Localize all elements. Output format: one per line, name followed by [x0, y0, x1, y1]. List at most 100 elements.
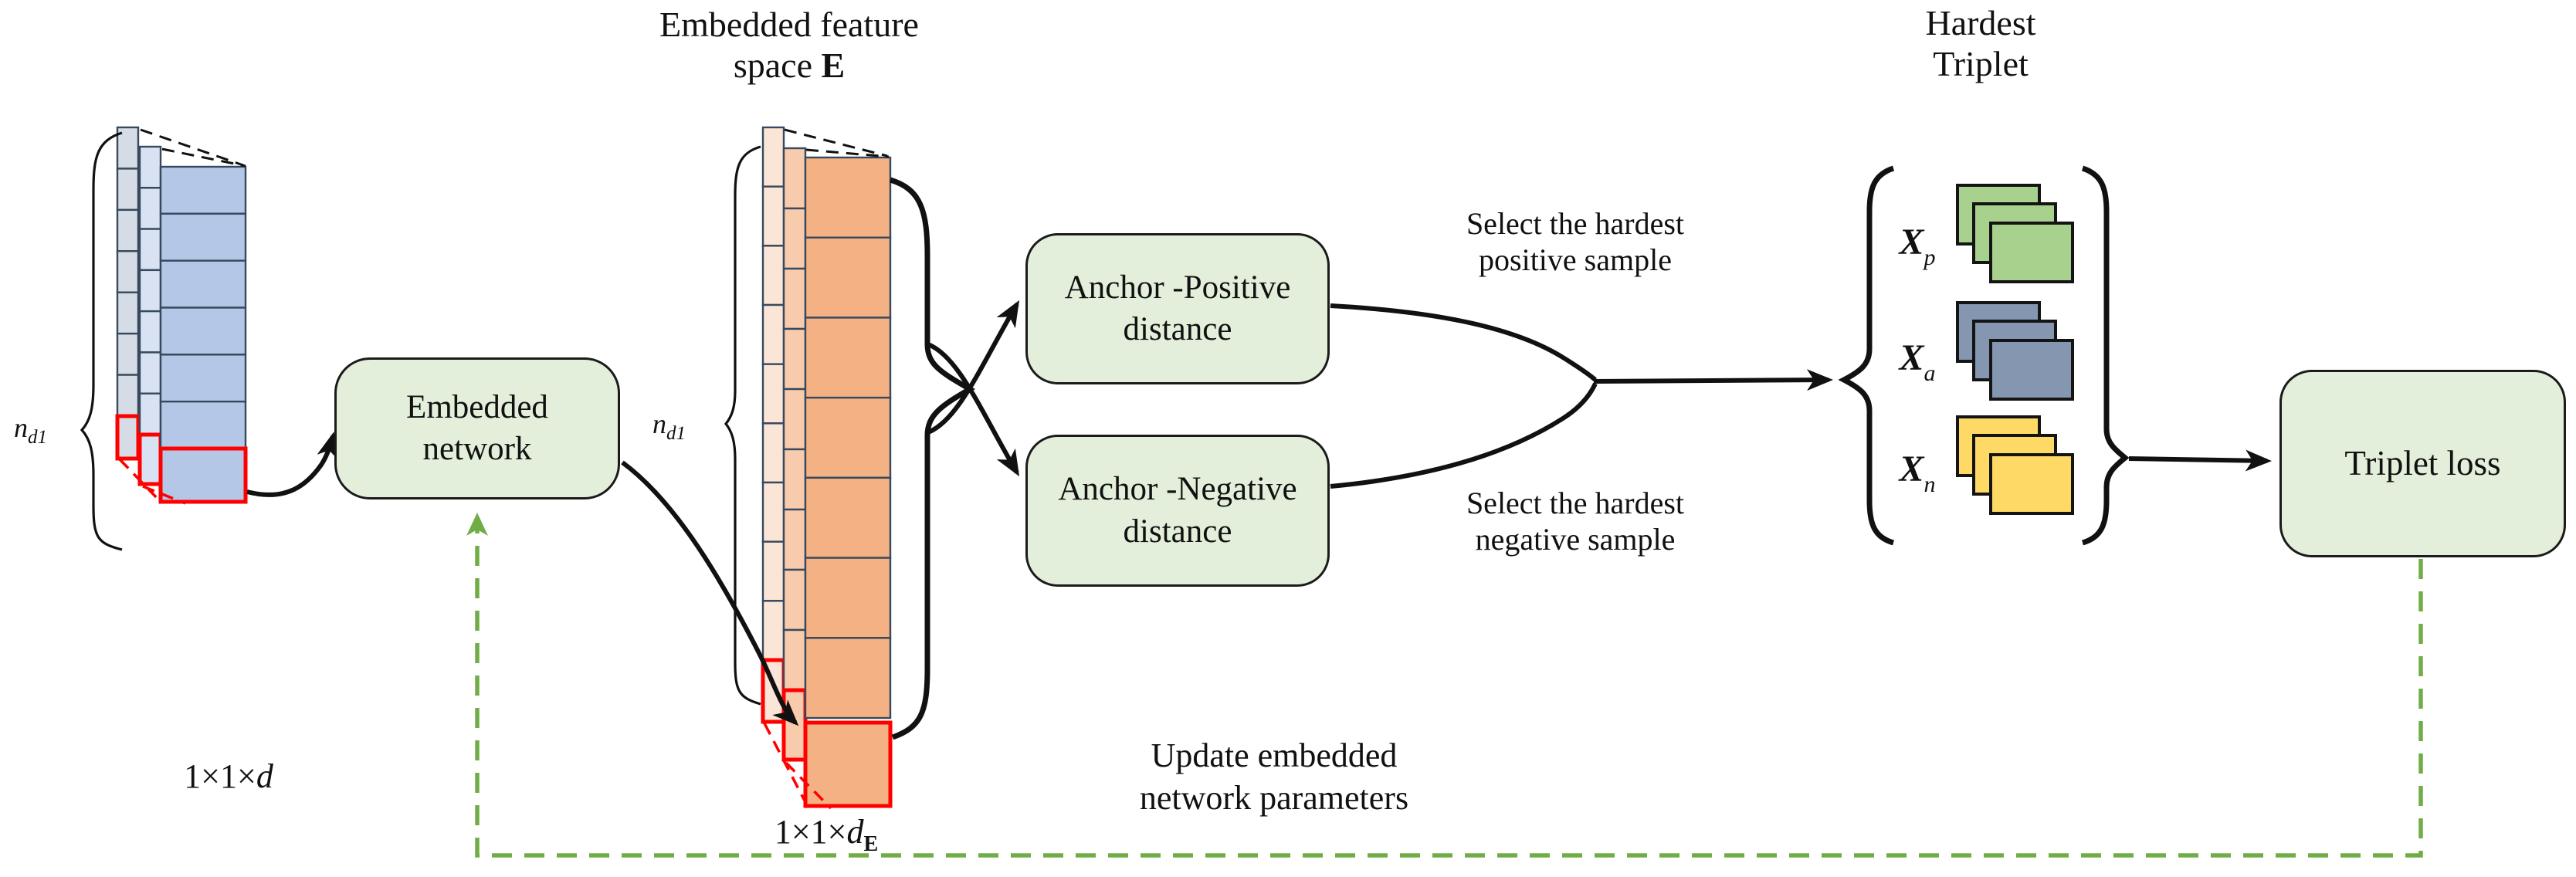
count-base: n [14, 412, 28, 443]
embedded-count-brace [724, 145, 761, 706]
x-sub: n [1924, 472, 1936, 497]
update-line2: network parameters [1139, 778, 1409, 817]
arrow-to-negative-distance [927, 342, 1020, 477]
update-parameters-annotation: Update embedded network parameters [1112, 735, 1436, 819]
feature-cell [782, 448, 807, 511]
depth-dash [140, 128, 244, 167]
selected-feature-cell [137, 432, 163, 486]
input-stack-dim-label: 1×1×d [136, 757, 321, 796]
feature-cell [761, 126, 785, 188]
selected-depth-dash [142, 485, 186, 505]
feature-cell [804, 236, 892, 319]
feature-cell [804, 156, 892, 239]
x-base: X [1899, 337, 1924, 378]
x-sub: a [1924, 361, 1936, 386]
feature-cell [116, 332, 140, 376]
count-base: n [652, 408, 666, 439]
feature-cell [159, 165, 247, 215]
feature-cell [782, 628, 807, 692]
hardest-title-line2: Triplet [1933, 43, 2029, 83]
feature-cell [159, 259, 247, 309]
positive-sample-stack [1956, 184, 2074, 283]
feature-cell [782, 147, 807, 210]
select-positive-annotation: Select the hardest positive sample [1405, 205, 1745, 278]
selected-feature-cell [115, 414, 141, 461]
embedded-network-label-line2: network [422, 431, 532, 467]
selected-depth-dash [785, 761, 832, 810]
feature-cell [138, 310, 162, 354]
anchor-positive-label-line1: Anchor -Positive [1064, 269, 1291, 306]
feature-cell [138, 351, 162, 394]
x-base: X [1899, 449, 1924, 489]
feature-cell [159, 354, 247, 403]
feature-cell [159, 306, 247, 356]
depth-dash [161, 147, 246, 168]
feature-space-symbol: E [821, 45, 846, 85]
embedded-stack-count-label: nd1 [652, 408, 722, 445]
anchor-negative-distance-box: Anchor -Negative distance [1025, 435, 1330, 587]
curve-negative-output [1330, 382, 1598, 489]
anchor-sample-stack [1956, 301, 2074, 401]
feature-cell [159, 400, 247, 450]
negative-sample-label: Xn [1875, 448, 1960, 498]
feature-stacks [115, 126, 893, 810]
feature-cell [138, 392, 162, 436]
selected-depth-dash [118, 458, 161, 503]
feature-cell [804, 557, 892, 639]
anchor-positive-distance-box: Anchor -Positive distance [1025, 233, 1330, 384]
feature-cell [116, 374, 140, 418]
arrow-to-triplet-set [1593, 369, 1833, 391]
select-positive-line2: positive sample [1479, 242, 1672, 278]
feature-cell [804, 396, 892, 479]
dim-main: 1×1× [774, 813, 847, 851]
x-sub: p [1924, 245, 1936, 270]
embedded-network-box: Embedded network [334, 357, 620, 499]
feature-cell [116, 291, 140, 335]
selected-feature-cell [781, 688, 808, 762]
positive-sample-label: Xp [1875, 221, 1960, 271]
depth-dash [805, 148, 890, 158]
selected-depth-dash [763, 723, 807, 803]
negative-sample-stack [1956, 415, 2074, 515]
arrow-network-to-embedded [621, 460, 799, 726]
feature-cell [138, 145, 162, 189]
hardest-triplet-title: Hardest Triplet [1865, 3, 2096, 85]
curve-positive-output [1330, 303, 1597, 382]
feature-cell [782, 267, 807, 330]
feature-cell [138, 187, 162, 230]
selected-feature-cell [803, 720, 893, 808]
anchor-negative-label-line1: Anchor -Negative [1058, 471, 1297, 508]
sample-square [1989, 453, 2074, 515]
sample-square [1989, 339, 2074, 401]
feature-cell [138, 228, 162, 272]
selected-feature-cell [158, 446, 248, 504]
anchor-sample-label: Xa [1875, 337, 1960, 387]
select-positive-line1: Select the hardest [1466, 206, 1685, 241]
sample-square [1989, 222, 2074, 283]
embedded-feature-space-title: Embedded feature space E [635, 5, 944, 86]
dim-var: d [256, 757, 273, 795]
feedback-update-path [466, 513, 2423, 858]
feature-cell [804, 637, 892, 720]
feature-cell [782, 207, 807, 270]
select-negative-annotation: Select the hardest negative sample [1405, 485, 1745, 557]
feature-cell [116, 208, 140, 252]
feature-cell [761, 600, 785, 662]
feature-cell [761, 185, 785, 247]
feature-cell [804, 476, 892, 559]
feature-cell [761, 422, 785, 484]
dim-var: d [846, 813, 864, 851]
feature-cell [761, 481, 785, 543]
feature-cell [159, 212, 247, 262]
select-negative-line1: Select the hardest [1466, 486, 1685, 520]
triplet-loss-box: Triplet loss [2279, 370, 2566, 557]
count-sub: d1 [666, 423, 686, 445]
embedded-output-brace [889, 177, 975, 740]
embedded-stack [761, 126, 893, 810]
embedded-stack-dim-label: 1×1×dE [726, 812, 927, 857]
feature-cell [761, 363, 785, 425]
hardest-title-line1: Hardest [1925, 3, 2036, 42]
feature-cell [761, 303, 785, 365]
count-sub: d1 [28, 427, 47, 449]
